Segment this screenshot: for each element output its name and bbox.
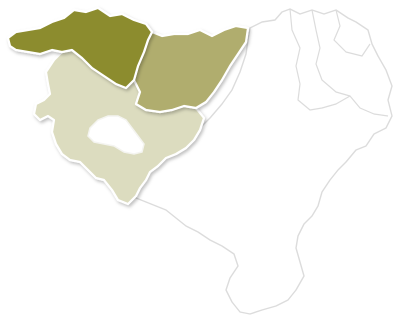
lake-enclave <box>87 115 145 155</box>
neighbor-internal-border-2 <box>289 8 351 111</box>
region-east[interactable] <box>132 24 250 114</box>
neighbor-internal-border-1 <box>311 9 389 117</box>
region-west[interactable] <box>6 6 154 90</box>
neighbor-internal-border-3 <box>333 9 371 57</box>
